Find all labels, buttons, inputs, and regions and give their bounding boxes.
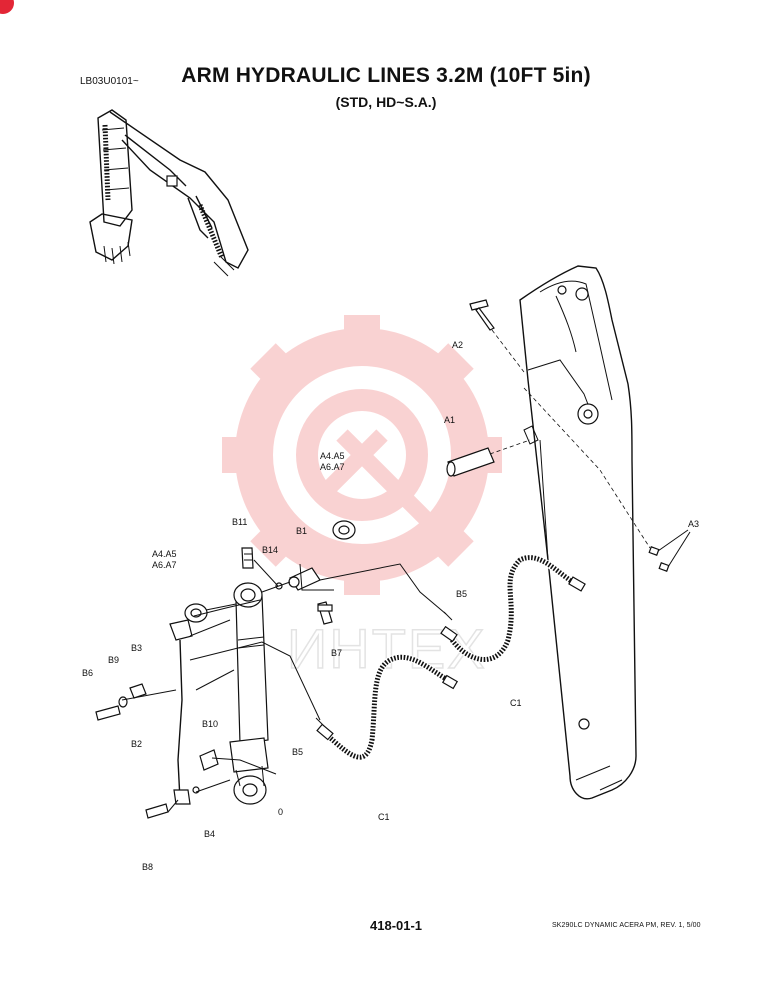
callout-a3: A3: [688, 519, 699, 529]
hose-c1-left: [316, 653, 459, 761]
watermark: ИНТЕХ: [222, 315, 502, 681]
callout-c1-right: C1: [510, 698, 522, 708]
fittings: [95, 520, 453, 819]
callout-b11: B11: [232, 517, 247, 527]
page-subtitle: (STD, HD~S.A.): [335, 94, 437, 110]
excavator-inset: [89, 109, 249, 277]
callout-a2: A2: [452, 340, 463, 350]
callout-b7: B7: [331, 648, 342, 658]
arm-cylinder: [229, 582, 269, 805]
callout-b8: B8: [142, 862, 153, 872]
callout-b14: B14: [262, 545, 278, 555]
footer-note: SK290LC DYNAMIC ACERA PM, REV. 1, 5/00: [552, 922, 701, 929]
callout-b10: B10: [202, 719, 218, 729]
callout-b5-left: B5: [292, 747, 303, 757]
leader-lines: [121, 559, 447, 813]
callout-b5-right: B5: [456, 589, 467, 599]
arm-pin-parts: [446, 299, 691, 572]
arm-body: [519, 265, 637, 800]
callout-b3: B3: [131, 643, 142, 653]
callout-a6-left: A6.A7: [152, 560, 177, 570]
callout-b6: B6: [82, 668, 93, 678]
callout-a4-left: A4.A5: [152, 549, 177, 559]
callout-labels: A1 A2 A3 A4.A5 A6.A7 A4.A5 A6.A7 B1 B2 B…: [82, 340, 699, 872]
watermark-text: ИНТЕХ: [287, 617, 487, 680]
reference-code: LB03U0101~: [80, 76, 139, 87]
callout-a6-top: A6.A7: [320, 462, 345, 472]
callout-b4: B4: [204, 829, 215, 839]
callout-b2: B2: [131, 739, 142, 749]
callout-a1: A1: [444, 415, 455, 425]
callout-zero: 0: [278, 807, 283, 817]
page-title: ARM HYDRAULIC LINES 3.2M (10FT 5in): [181, 64, 591, 87]
callout-c1-left: C1: [378, 812, 390, 822]
corner-badge: [0, 0, 14, 14]
hose-c1-right: [440, 554, 586, 663]
callout-a4-top: A4.A5: [320, 451, 345, 461]
callout-b9: B9: [108, 655, 119, 665]
callout-b1: B1: [296, 526, 307, 536]
page-number: 418-01-1: [370, 918, 423, 933]
